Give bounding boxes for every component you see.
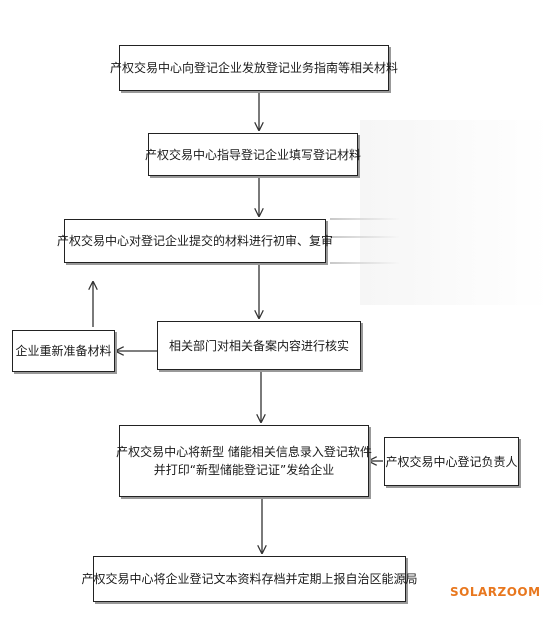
- side-right-text: 产权交易中心登记负责人: [385, 454, 518, 469]
- step5-text-line1: 产权交易中心将新型 储能相关信息录入登记软件: [116, 445, 372, 459]
- step6-box: 产权交易中心将企业登记文本资料存档并定期上报自治区能源局: [82, 556, 418, 602]
- step1-text: 产权交易中心向登记企业发放登记业务指南等相关材料: [110, 61, 399, 75]
- faded-background-panel: [360, 120, 550, 305]
- step3-text: 产权交易中心对登记企业提交的材料进行初审、复审: [57, 234, 334, 248]
- faded-line-2: [330, 236, 400, 238]
- faded-line-1: [330, 218, 400, 220]
- step2-text: 产权交易中心指导登记企业填写登记材料: [145, 147, 362, 162]
- faded-line-3: [330, 262, 400, 264]
- step2-box: 产权交易中心指导登记企业填写登记材料: [145, 133, 362, 176]
- side-left-box: 企业重新准备材料: [12, 330, 115, 372]
- step6-text: 产权交易中心将企业登记文本资料存档并定期上报自治区能源局: [81, 572, 418, 586]
- step5-text-line2: 并打印“新型储能登记证”发给企业: [153, 463, 335, 477]
- step5-text-block: 产权交易中心将新型 储能相关信息录入登记软件 并打印“新型储能登记证”发给企业: [116, 443, 372, 479]
- watermark-logo: SOLARZOOM: [450, 585, 541, 599]
- step3-box: 产权交易中心对登记企业提交的材料进行初审、复审: [57, 219, 333, 263]
- step4-text: 相关部门对相关备案内容进行核实: [168, 338, 349, 353]
- side-right-box: 产权交易中心登记负责人: [384, 437, 519, 486]
- step5-box: 产权交易中心将新型 储能相关信息录入登记软件 并打印“新型储能登记证”发给企业: [116, 425, 372, 497]
- step1-box: 产权交易中心向登记企业发放登记业务指南等相关材料: [110, 45, 398, 91]
- side-left-text: 企业重新准备材料: [15, 344, 112, 358]
- step4-box: 相关部门对相关备案内容进行核实: [157, 321, 361, 370]
